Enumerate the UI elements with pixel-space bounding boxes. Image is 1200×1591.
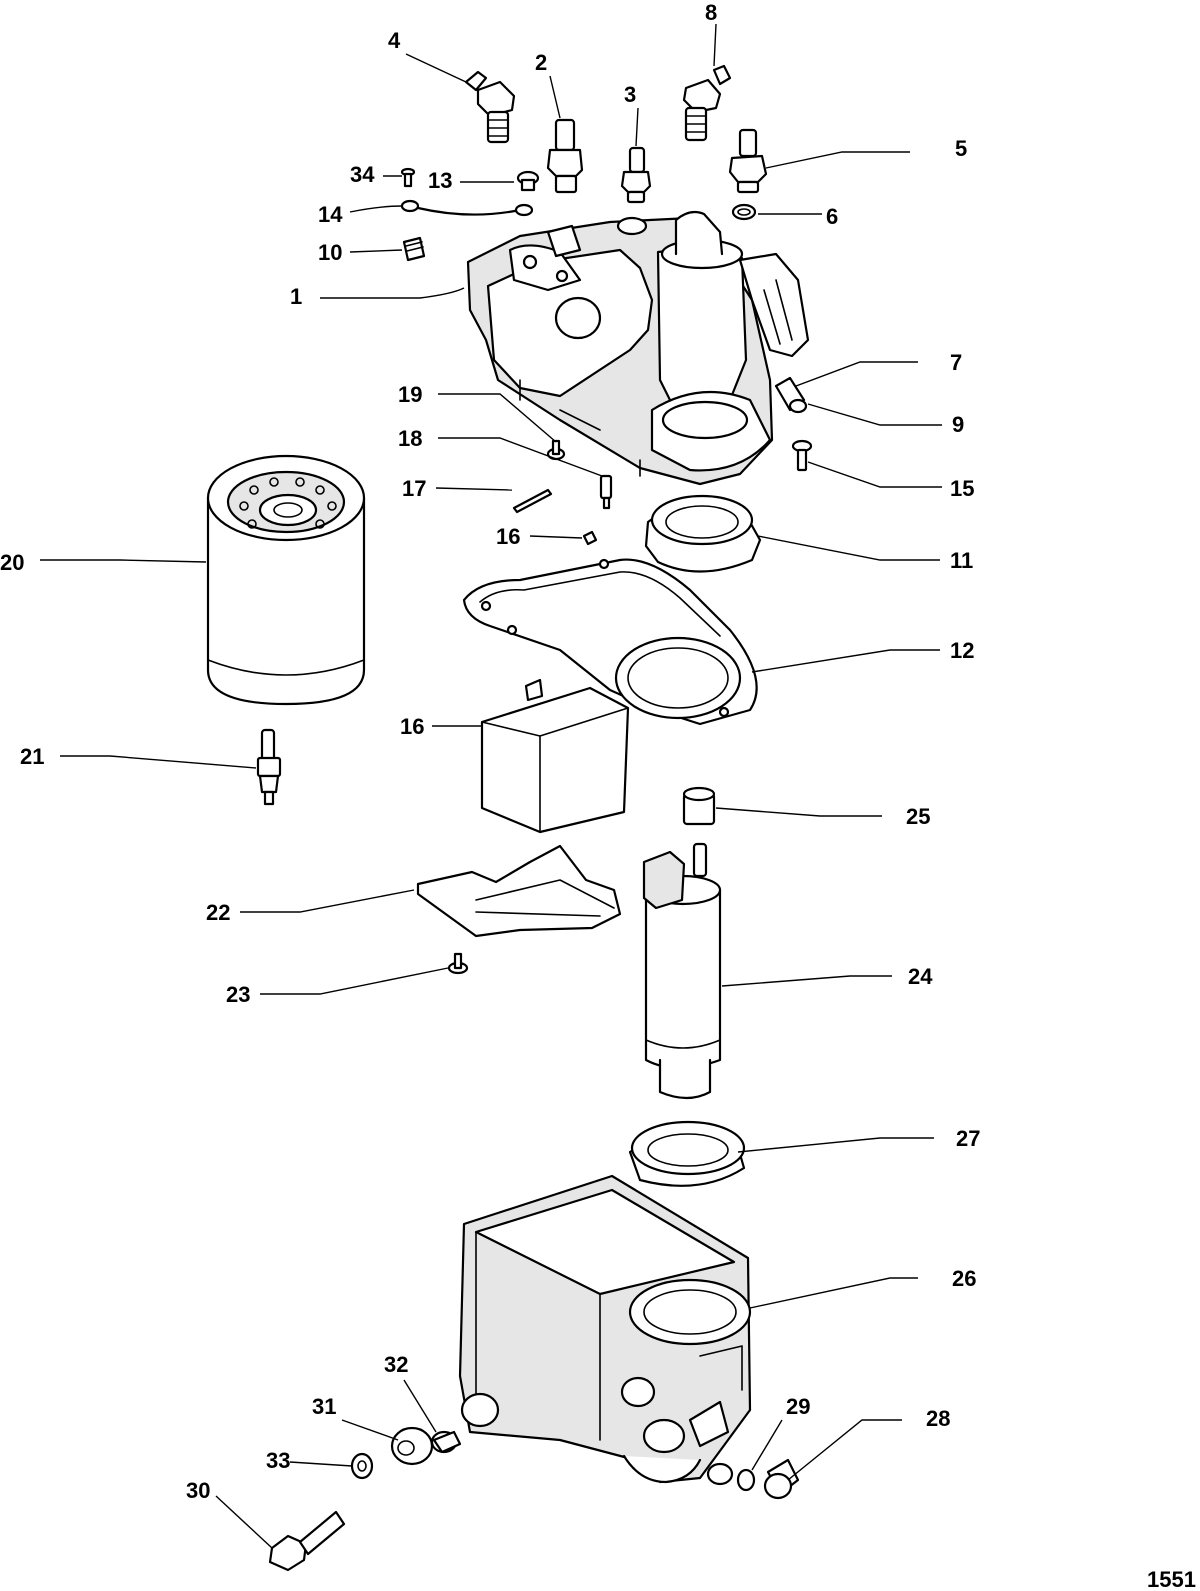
fitting-7 (774, 376, 808, 414)
ground-wire-14 (400, 199, 534, 217)
pin-17 (512, 488, 553, 514)
hose-fitting-5 (728, 128, 768, 194)
callout-label: 23 (226, 982, 250, 1007)
callout-label: 11 (950, 548, 973, 573)
plug-32 (430, 1430, 462, 1454)
callout-label: 26 (952, 1266, 976, 1291)
isolator-27 (628, 1120, 746, 1187)
drain-plug-28 (763, 1458, 800, 1500)
callout-label: 16 (496, 524, 520, 549)
plug-10 (402, 236, 426, 262)
o-ring-29 (736, 1468, 756, 1492)
leader-lines (40, 23, 942, 1549)
hose-fitting-2 (546, 118, 584, 194)
upper-fuel-housing (466, 210, 810, 486)
isolator-11 (644, 494, 762, 573)
callout-label: 6 (826, 204, 838, 229)
bolt-30 (268, 1510, 346, 1572)
callout-label: 21 (20, 744, 44, 769)
callout-label: 31 (312, 1394, 336, 1419)
callout-label: 7 (950, 350, 962, 375)
callout-label: 30 (186, 1478, 210, 1503)
screw-34 (400, 167, 416, 188)
callout-label: 20 (0, 550, 24, 575)
callout-label: 15 (950, 476, 974, 501)
foam-block-16 (480, 678, 630, 834)
callout-label: 12 (950, 638, 974, 663)
callout-label: 10 (318, 240, 342, 265)
screw-23 (447, 952, 469, 975)
lower-fuel-housing-26 (458, 1174, 752, 1486)
plug-31 (390, 1426, 434, 1466)
callout-label: 25 (906, 804, 930, 829)
callout-label: 18 (398, 426, 422, 451)
callout-label: 13 (428, 168, 452, 193)
water-sensor-21 (256, 728, 282, 806)
fuel-pump-24 (642, 842, 722, 1100)
bracket-22 (416, 844, 622, 938)
clip-16-small (582, 530, 598, 546)
hose-fitting-3 (620, 146, 652, 204)
elbow-fitting-4 (464, 70, 516, 144)
callout-label: 17 (402, 476, 426, 501)
callout-label: 14 (318, 202, 343, 227)
o-ring-6 (731, 203, 757, 221)
callout-label: 9 (952, 412, 964, 437)
callout-label: 4 (388, 28, 401, 53)
screw-19 (546, 439, 566, 461)
callout-label: 22 (206, 900, 230, 925)
callout-label: 24 (908, 964, 933, 989)
fuel-filter-20 (206, 454, 366, 706)
callout-label: 33 (266, 1448, 290, 1473)
valve-18 (599, 474, 613, 510)
gasket-12 (462, 558, 758, 726)
callout-label: 28 (926, 1406, 950, 1431)
sleeve-25 (682, 786, 716, 826)
callout-label: 8 (705, 0, 717, 25)
callout-label: 34 (350, 162, 375, 187)
callout-label: 32 (384, 1352, 408, 1377)
callout-label: 3 (624, 82, 636, 107)
callout-label: 16 (400, 714, 424, 739)
figure-number: 1551 (1147, 1567, 1196, 1591)
callout-labels: 4 8 2 3 5 34 13 6 14 10 1 7 19 9 18 15 1… (0, 0, 980, 1503)
callout-label: 29 (786, 1394, 810, 1419)
callout-label: 27 (956, 1126, 980, 1151)
screw-13 (516, 170, 540, 192)
callout-label: 2 (535, 50, 547, 75)
screw-15 (791, 439, 813, 472)
elbow-fitting-8 (682, 64, 732, 142)
callout-label: 1 (290, 284, 302, 309)
washer-33 (350, 1452, 374, 1480)
callout-label: 5 (955, 136, 967, 161)
callout-label: 19 (398, 382, 422, 407)
